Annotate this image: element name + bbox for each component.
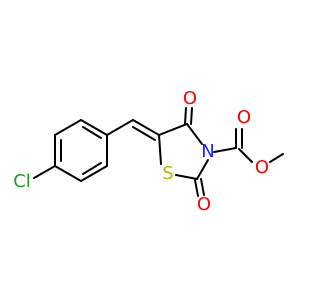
- chlorine-atom-label: Cl: [13, 171, 31, 192]
- bond-ring-inner-1: [82, 126, 102, 139]
- bond-ring-c3-c4: [80, 165, 108, 182]
- bond-ether-o-methyl: [269, 153, 284, 163]
- molecule-canvas: Cl S N O O O O: [13, 88, 284, 215]
- bond-ring-c4-c5: [54, 165, 82, 182]
- oxygen-ring-carbonyl-label: O: [197, 194, 211, 215]
- benzene-ring: [54, 119, 108, 182]
- bond-aryl-methine: [106, 119, 134, 136]
- bond-methine-c5-a: [132, 119, 160, 136]
- bond-ring-c6-c1: [54, 119, 82, 136]
- bond-s1-c5: [158, 134, 162, 165]
- bond-c2-s1: [175, 174, 198, 180]
- oxygen-ester-carbonyl-label: O: [237, 107, 251, 128]
- oxygen-ketone-label: O: [183, 88, 197, 109]
- bond-c2-o-b: [200, 178, 205, 196]
- sulfur-atom-label: S: [162, 163, 173, 184]
- structure-diagram: Cl S N O O O O: [13, 88, 284, 215]
- bond-c5-c4: [158, 123, 188, 136]
- bond-n3-c2: [196, 159, 209, 180]
- nitrogen-atom-label: N: [201, 141, 214, 162]
- bond-ester-c-o-single: [238, 148, 253, 163]
- thiazolidine-ring: [158, 123, 209, 180]
- bond-c4-o-a: [184, 107, 187, 125]
- bond-n3-ester-c: [213, 147, 237, 153]
- bond-c4-n3: [186, 123, 203, 145]
- bond-methine-c5-b: [132, 126, 156, 141]
- bond-ring-inner-2: [82, 162, 102, 175]
- bond-ring-c1-c2: [80, 119, 108, 136]
- oxygen-ester-ether-label: O: [255, 157, 269, 178]
- bond-c-cl: [33, 165, 56, 179]
- bond-c4-o-b: [190, 107, 193, 125]
- bond-c2-o-a: [194, 179, 199, 197]
